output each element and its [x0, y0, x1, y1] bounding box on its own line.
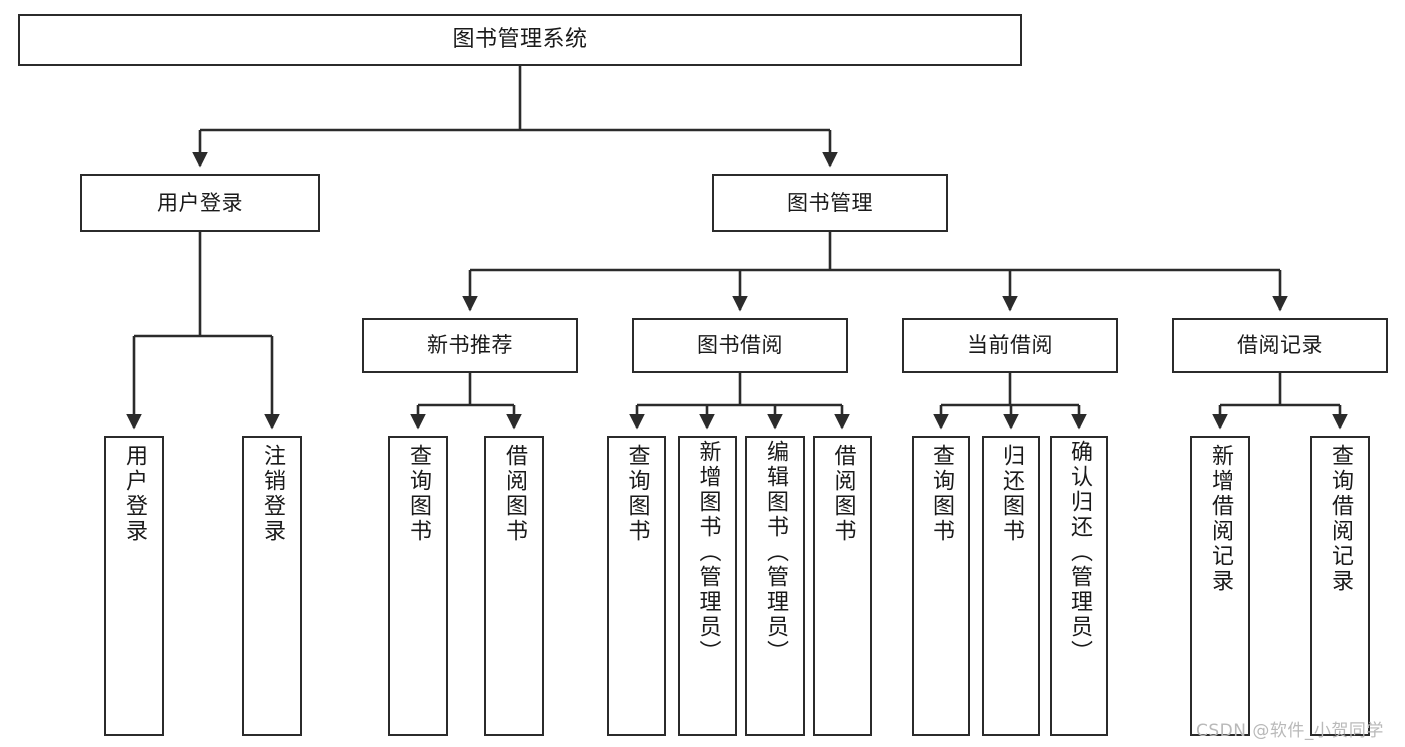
node-label: 查询图书 [929, 444, 954, 544]
node-label: 归还图书 [999, 444, 1024, 544]
node-new_book_rec[interactable]: 新书推荐 [362, 318, 578, 373]
node-leaf_edit_book[interactable]: 编辑图书（管理员） [745, 436, 805, 736]
node-leaf_confirm_return[interactable]: 确认归还（管理员） [1050, 436, 1108, 736]
node-label: 图书管理系统 [452, 27, 588, 53]
node-label: 编辑图书（管理员） [763, 440, 788, 665]
node-leaf_add_book[interactable]: 新增图书（管理员） [678, 436, 737, 736]
node-borrow_record[interactable]: 借阅记录 [1172, 318, 1388, 373]
node-leaf_add_record[interactable]: 新增借阅记录 [1190, 436, 1250, 736]
node-leaf_borrow_book_2[interactable]: 借阅图书 [813, 436, 872, 736]
node-leaf_query_record[interactable]: 查询借阅记录 [1310, 436, 1370, 736]
node-root-system[interactable]: 图书管理系统 [18, 14, 1022, 66]
node-leaf_return_book[interactable]: 归还图书 [982, 436, 1040, 736]
node-label: 借阅图书 [502, 444, 527, 544]
csdn-watermark: CSDN @软件_小贺同学 [1196, 721, 1384, 741]
node-label: 确认归还（管理员） [1067, 440, 1092, 665]
node-label: 借阅图书 [830, 444, 856, 544]
node-label: 用户登录 [157, 190, 243, 215]
node-book_manage[interactable]: 图书管理 [712, 174, 948, 232]
node-leaf_query_book_2[interactable]: 查询图书 [607, 436, 666, 736]
node-leaf_query_book_1[interactable]: 查询图书 [388, 436, 448, 736]
node-label: 借阅记录 [1237, 333, 1323, 358]
node-label: 新增借阅记录 [1208, 444, 1233, 594]
node-label: 新增图书（管理员） [695, 440, 721, 665]
node-label: 查询图书 [406, 444, 431, 544]
node-book_borrow[interactable]: 图书借阅 [632, 318, 848, 373]
node-leaf_query_book_3[interactable]: 查询图书 [912, 436, 970, 736]
node-label: 注销登录 [260, 444, 285, 544]
node-leaf_user_login[interactable]: 用户登录 [104, 436, 164, 736]
node-label: 用户登录 [122, 444, 147, 544]
node-label: 查询借阅记录 [1328, 444, 1353, 594]
node-user_login[interactable]: 用户登录 [80, 174, 320, 232]
node-label: 图书借阅 [697, 333, 783, 358]
node-leaf_borrow_book_1[interactable]: 借阅图书 [484, 436, 544, 736]
node-label: 当前借阅 [967, 333, 1053, 358]
node-leaf_logout[interactable]: 注销登录 [242, 436, 302, 736]
node-label: 图书管理 [787, 190, 873, 215]
node-label: 新书推荐 [427, 333, 513, 358]
node-label: 查询图书 [624, 444, 650, 544]
node-current_borrow[interactable]: 当前借阅 [902, 318, 1118, 373]
